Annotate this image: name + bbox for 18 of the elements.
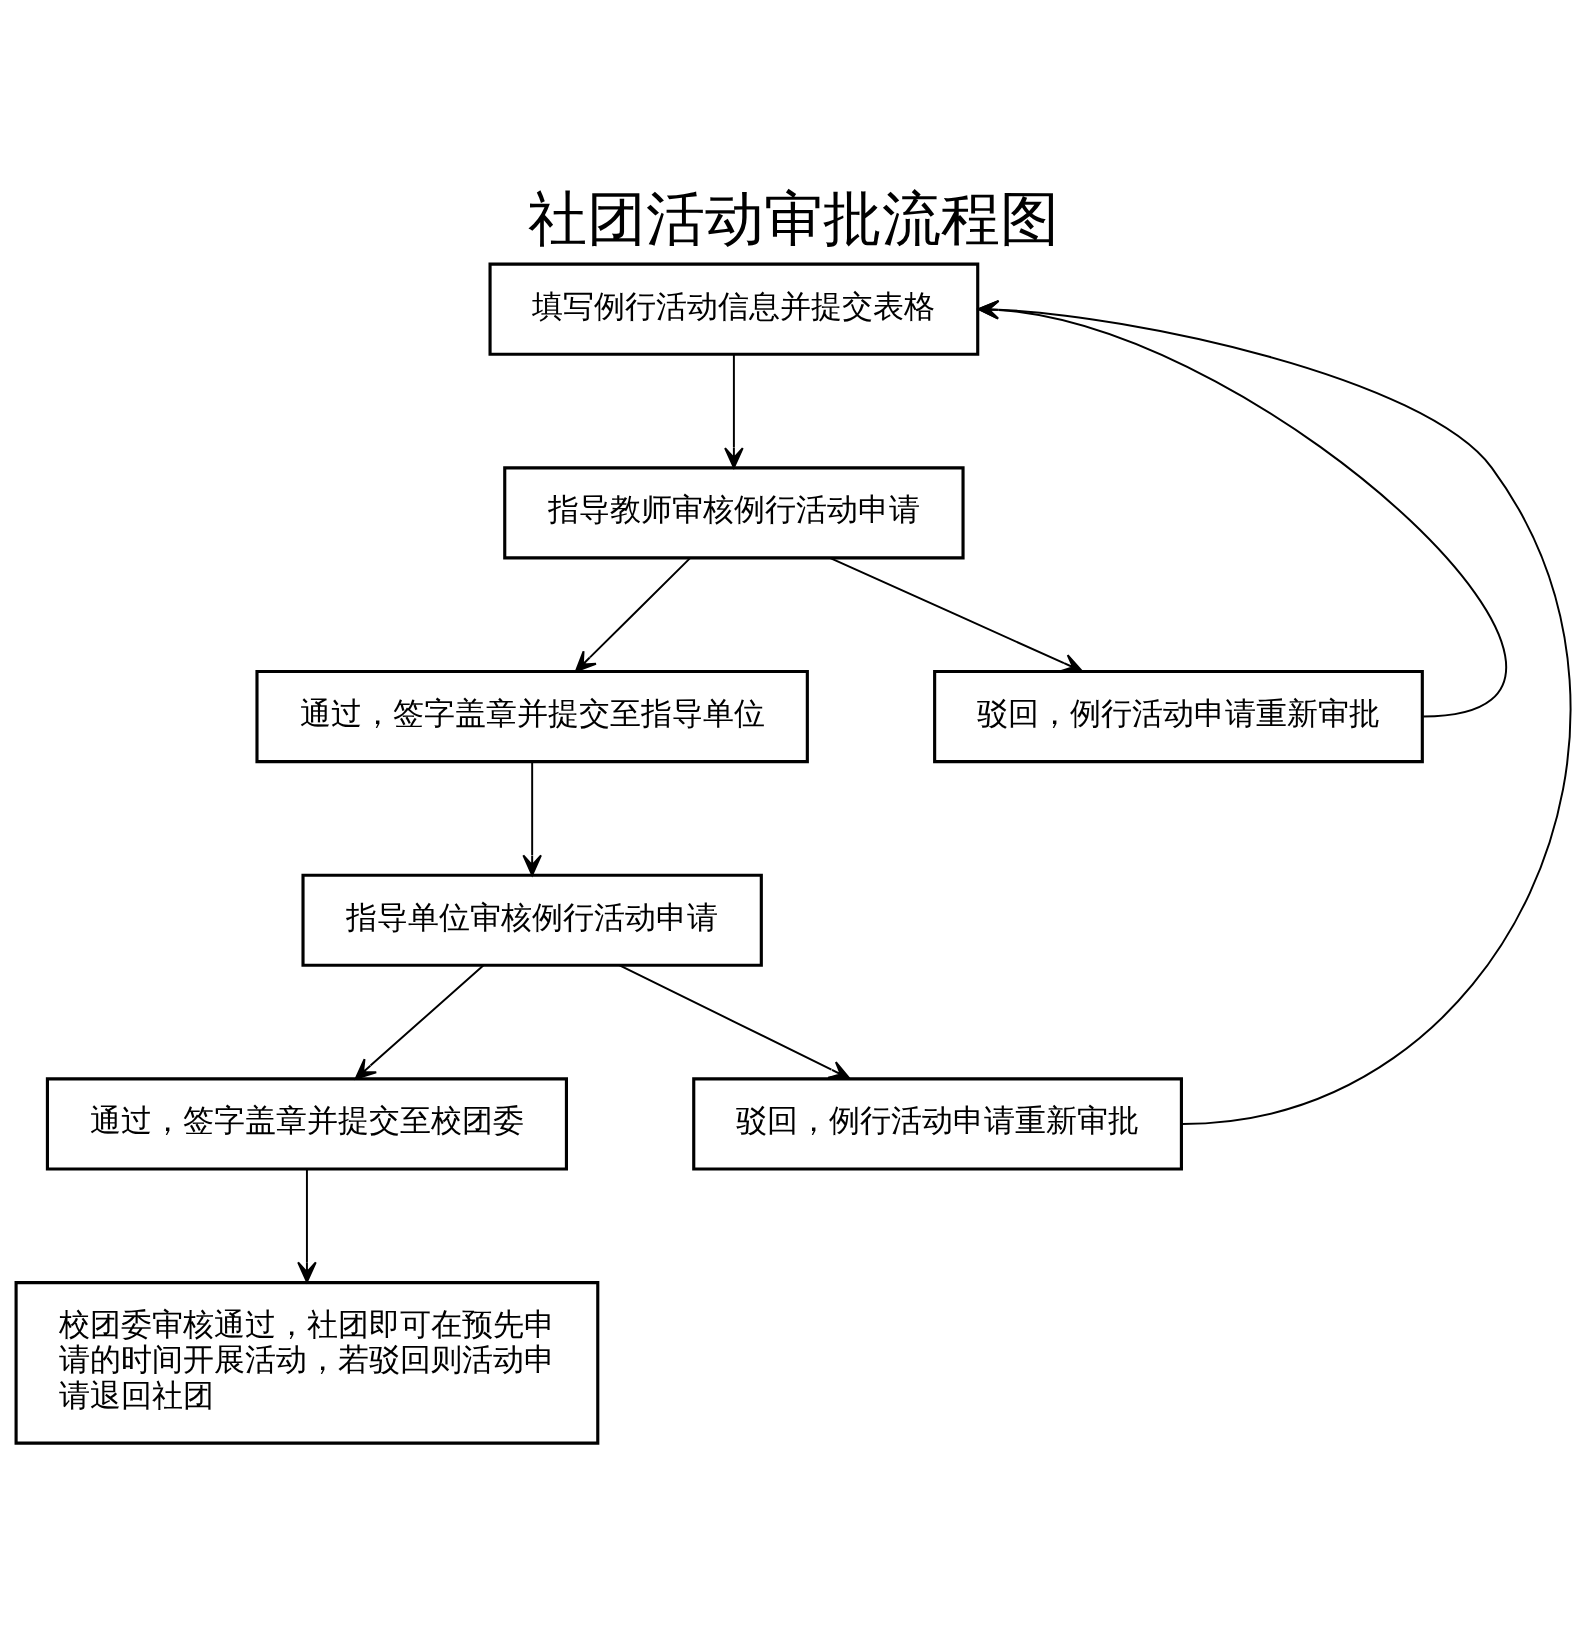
node-box: 通过，签字盖章并提交至校团委 xyxy=(45,1076,568,1171)
arrow xyxy=(977,299,1507,718)
arrow xyxy=(354,964,485,1080)
diagram-title: 社团活动审批流程图 xyxy=(528,183,1060,253)
node-box: 驳回，例行活动申请重新审批 xyxy=(933,669,1424,763)
arrow xyxy=(574,556,692,672)
arrow xyxy=(724,353,744,469)
node-box: 指导单位审核例行活动申请 xyxy=(301,873,763,967)
arrow xyxy=(618,963,851,1080)
arrow xyxy=(297,1167,317,1283)
arrow xyxy=(977,299,1571,1125)
node-box: 通过，签字盖章并提交至指导单位 xyxy=(255,669,809,763)
node-box: 校团委审核通过，社团即可在预先申请的时间开展活动，若驳回则活动申请退回社团 xyxy=(14,1280,600,1445)
node-box: 驳回，例行活动申请重新审批 xyxy=(692,1076,1183,1171)
arrow xyxy=(522,760,542,876)
node-box: 填写例行活动信息并提交表格 xyxy=(488,262,980,356)
arrow xyxy=(828,556,1083,672)
node-box: 指导教师审核例行活动申请 xyxy=(503,465,965,559)
